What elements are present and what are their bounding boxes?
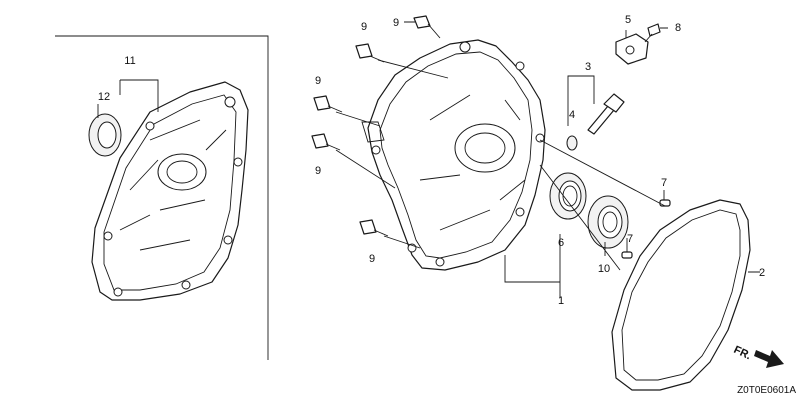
callout-8: 8 xyxy=(675,22,681,34)
callout-6: 6 xyxy=(558,237,564,249)
leader-lines xyxy=(97,21,760,298)
dowel-pin-7a xyxy=(659,199,671,207)
callout-7a: 7 xyxy=(661,177,667,189)
callout-9e: 9 xyxy=(369,253,375,265)
oil-plug-4 xyxy=(566,93,625,151)
bolt-9b xyxy=(355,43,385,63)
callout-10: 10 xyxy=(598,263,610,275)
bearing-10 xyxy=(587,195,629,249)
dowel-pin-7b xyxy=(621,251,633,259)
callout-2: 2 xyxy=(759,267,765,279)
callout-9d: 9 xyxy=(315,165,321,177)
bearing-6 xyxy=(549,172,587,220)
bolt-9a xyxy=(413,15,441,39)
crankcase-cover xyxy=(361,39,546,271)
bolt-9c xyxy=(313,95,343,113)
forward-label: FR. xyxy=(732,344,753,362)
bolt-9e xyxy=(359,219,389,237)
forward-direction-marker: FR. xyxy=(732,344,784,368)
callout-3: 3 xyxy=(585,61,591,73)
bolt-8 xyxy=(644,23,661,43)
forward-arrow-icon xyxy=(754,350,784,368)
callout-5: 5 xyxy=(625,14,631,26)
drawing-code: Z0T0E0601A xyxy=(737,385,796,396)
callout-7b: 7 xyxy=(627,233,633,245)
bracket-5 xyxy=(615,33,649,65)
gasket-2 xyxy=(611,199,751,391)
callout-9c: 9 xyxy=(315,75,321,87)
callout-4: 4 xyxy=(569,109,575,121)
callout-9a: 9 xyxy=(393,17,399,29)
callout-12: 12 xyxy=(98,91,110,103)
inset-frame xyxy=(55,35,269,360)
oil-seal-12 xyxy=(88,113,122,157)
callout-11: 11 xyxy=(124,55,135,67)
bolt-9d xyxy=(311,133,341,151)
callout-1: 1 xyxy=(558,295,564,307)
callout-9b: 9 xyxy=(361,21,367,33)
case-cover-assembly xyxy=(91,81,249,301)
